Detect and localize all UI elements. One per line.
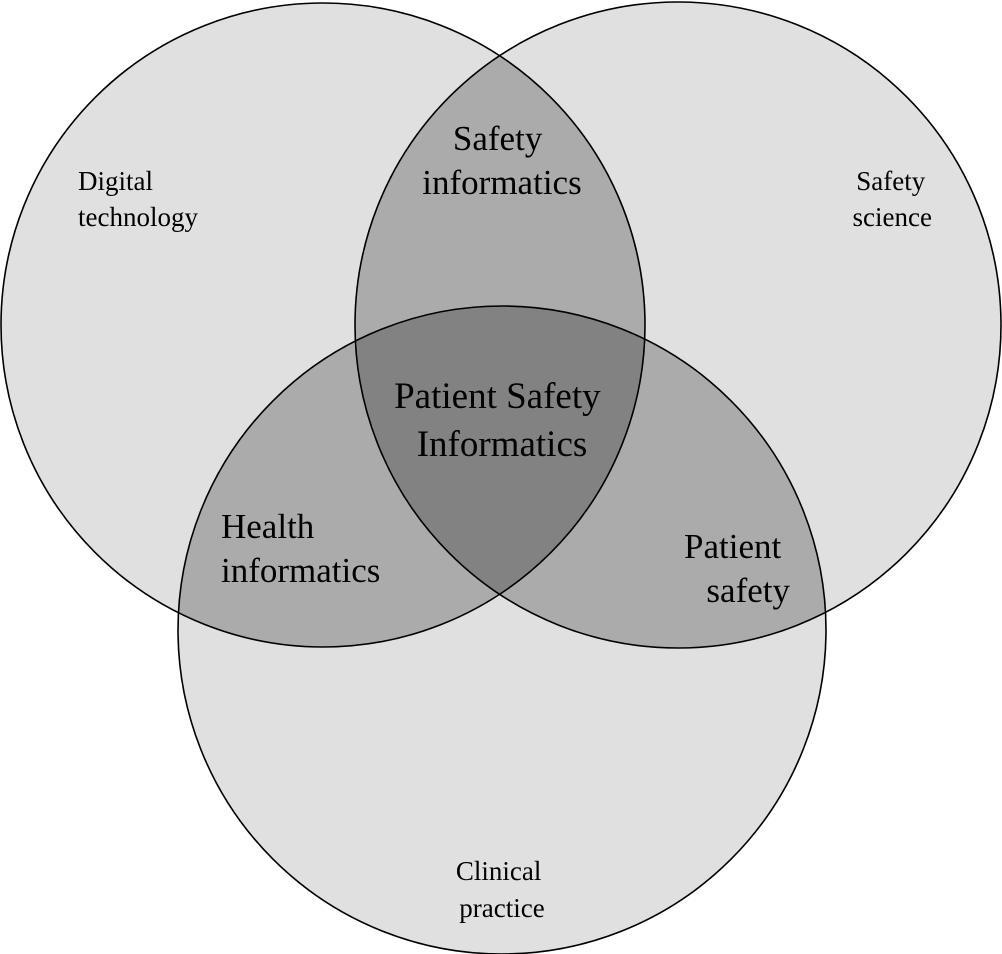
label-safety-informatics: Safety informatics (422, 119, 581, 202)
circle-outline-bottom (177, 305, 827, 954)
label-clinical-practice: Clinical practice (456, 856, 548, 923)
label-line: practice (459, 893, 544, 923)
label-line: Safety (453, 119, 543, 158)
labels: Digital technology Safety science Clinic… (78, 119, 932, 923)
label-line: Digital (78, 166, 153, 196)
label-line: Clinical (456, 856, 541, 886)
label-patient-safety: Patient safety (684, 527, 790, 610)
label-line: Patient Safety (394, 376, 601, 417)
label-line: science (853, 202, 932, 232)
circle-outline-right (354, 1, 1002, 649)
label-line: Health (221, 507, 315, 546)
label-line: Patient (684, 527, 781, 566)
label-line: informatics (422, 163, 581, 202)
label-digital-technology: Digital technology (78, 166, 198, 232)
label-health-informatics: Health informatics (221, 507, 380, 590)
circle-outline-left (0, 2, 646, 648)
label-line: informatics (221, 551, 380, 590)
label-line: safety (706, 571, 790, 610)
label-line: Informatics (417, 424, 588, 465)
label-line: technology (78, 202, 198, 232)
label-line: Safety (856, 166, 925, 196)
label-patient-safety-informatics: Patient Safety Informatics (394, 376, 610, 465)
label-safety-science: Safety science (853, 166, 932, 232)
